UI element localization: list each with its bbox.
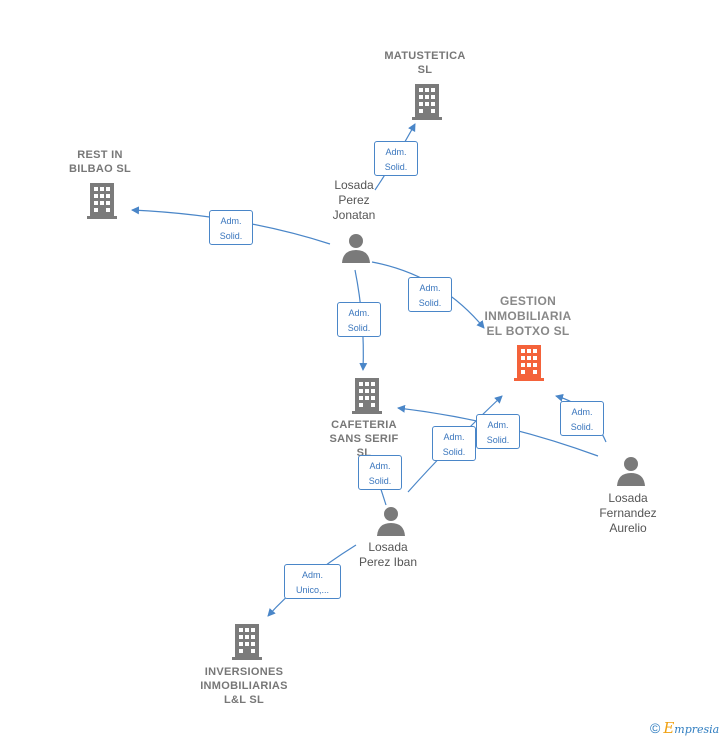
edge-badge-jonatan-matustetica[interactable]: Adm. Solid. xyxy=(374,141,418,176)
building-icon-gestion-focus[interactable] xyxy=(513,345,545,381)
company-label-cafeteria[interactable]: CAFETERIA SANS SERIF SL xyxy=(329,419,399,459)
building-icon-cafeteria[interactable] xyxy=(351,378,383,414)
company-label-rest-in-bilbao[interactable]: REST IN BILBAO SL xyxy=(69,149,131,175)
company-label-matustetica[interactable]: MATUSTETICA SL xyxy=(384,50,466,76)
copyright-symbol: © xyxy=(650,720,661,736)
person-label-aurelio[interactable]: Losada Fernandez Aurelio xyxy=(599,491,657,535)
edge-badge-jonatan-gestion[interactable]: Adm. Solid. xyxy=(408,277,452,312)
person-icon-aurelio[interactable] xyxy=(616,456,646,486)
edge-badge-iban-gestion[interactable]: Adm. Solid. xyxy=(432,426,476,461)
building-icon-matustetica[interactable] xyxy=(411,84,443,120)
person-label-jonatan[interactable]: Losada Perez Jonatan xyxy=(332,178,376,222)
person-label-iban[interactable]: Losada Perez Iban xyxy=(358,540,418,569)
edge-badge-jonatan-restinbilbao[interactable]: Adm. Solid. xyxy=(209,210,253,245)
person-icon-iban[interactable] xyxy=(376,506,406,536)
brand-watermark: ©Empresia xyxy=(650,719,719,737)
empresia-logo-text: mpresia xyxy=(674,723,720,736)
person-icon-jonatan[interactable] xyxy=(341,233,371,263)
edge-badge-iban-inversiones[interactable]: Adm. Unico,... xyxy=(284,564,341,599)
company-label-inversiones[interactable]: INVERSIONES INMOBILIARIAS L&L SL xyxy=(200,666,288,706)
building-icon-inversiones[interactable] xyxy=(231,624,263,660)
edge-badge-aurelio-gestion[interactable]: Adm. Solid. xyxy=(560,401,604,436)
empresia-logo-e: E xyxy=(663,719,675,737)
building-icon-rest-in-bilbao[interactable] xyxy=(86,183,118,219)
edge-badge-iban-cafeteria[interactable]: Adm. Solid. xyxy=(358,455,402,490)
company-label-gestion[interactable]: GESTION INMOBILIARIA EL BOTXO SL xyxy=(484,294,572,338)
edge-badge-jonatan-cafeteria[interactable]: Adm. Solid. xyxy=(337,302,381,337)
edge-badge-aurelio-cafeteria[interactable]: Adm. Solid. xyxy=(476,414,520,449)
